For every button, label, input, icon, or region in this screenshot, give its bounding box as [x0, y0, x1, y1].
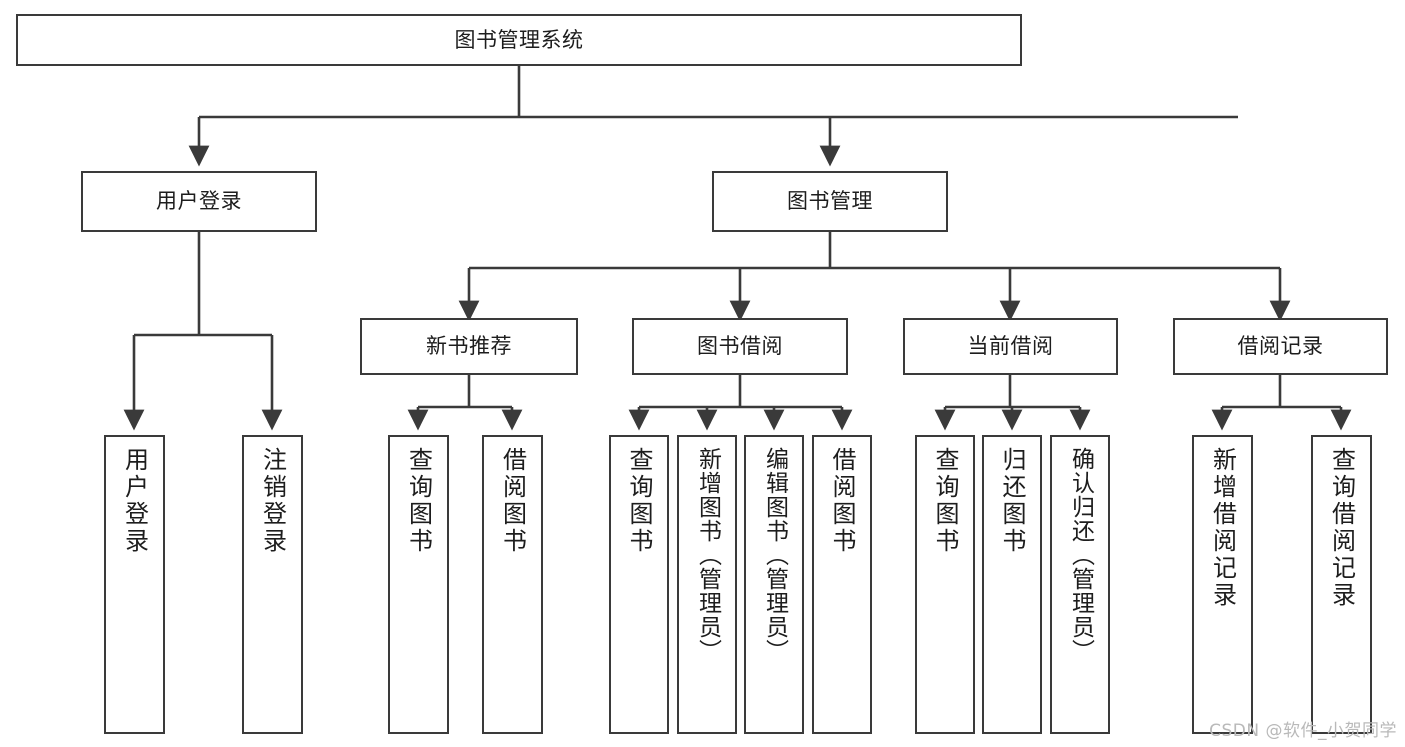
- node-borrow-record[interactable]: 借阅记录: [1173, 318, 1388, 375]
- node-root-label: 图书管理系统: [454, 27, 584, 52]
- node-leaf-query-record[interactable]: 查询借阅记录: [1311, 435, 1372, 734]
- node-leaf-edit-book[interactable]: 编辑图书（管理员）: [744, 435, 804, 734]
- node-user-login[interactable]: 用户登录: [81, 171, 317, 232]
- node-current-borrow-label: 当前借阅: [967, 334, 1054, 359]
- node-leaf-query-book-1[interactable]: 查询图书: [388, 435, 449, 734]
- node-leaf-query-book-2-label: 查询图书: [625, 447, 653, 555]
- node-leaf-user-logout[interactable]: 注销登录: [242, 435, 303, 734]
- node-book-manage[interactable]: 图书管理: [712, 171, 948, 232]
- node-leaf-user-logout-label: 注销登录: [258, 447, 287, 555]
- node-current-borrow[interactable]: 当前借阅: [903, 318, 1118, 375]
- node-root[interactable]: 图书管理系统: [16, 14, 1022, 66]
- node-book-manage-label: 图书管理: [787, 189, 873, 214]
- node-leaf-query-book-1-label: 查询图书: [404, 447, 433, 555]
- node-leaf-confirm-return[interactable]: 确认归还（管理员）: [1050, 435, 1110, 734]
- node-leaf-return-book-label: 归还图书: [998, 447, 1026, 555]
- node-leaf-edit-book-label: 编辑图书（管理员）: [761, 447, 788, 663]
- node-leaf-query-book-3[interactable]: 查询图书: [915, 435, 975, 734]
- node-leaf-borrow-book-2[interactable]: 借阅图书: [812, 435, 872, 734]
- node-leaf-add-book[interactable]: 新增图书（管理员）: [677, 435, 737, 734]
- node-leaf-add-record-label: 新增借阅记录: [1208, 447, 1237, 609]
- node-borrow-record-label: 借阅记录: [1237, 334, 1324, 359]
- node-leaf-query-book-2[interactable]: 查询图书: [609, 435, 669, 734]
- node-leaf-query-record-label: 查询借阅记录: [1327, 447, 1356, 609]
- node-book-borrow-label: 图书借阅: [697, 334, 783, 359]
- node-leaf-user-login[interactable]: 用户登录: [104, 435, 165, 734]
- node-leaf-borrow-book-1[interactable]: 借阅图书: [482, 435, 543, 734]
- node-leaf-borrow-book-1-label: 借阅图书: [498, 447, 527, 555]
- node-leaf-confirm-return-label: 确认归还（管理员）: [1067, 447, 1094, 663]
- node-leaf-add-book-label: 新增图书（管理员）: [694, 447, 721, 663]
- node-new-book-recommend[interactable]: 新书推荐: [360, 318, 578, 375]
- node-user-login-label: 用户登录: [156, 189, 242, 214]
- node-book-borrow[interactable]: 图书借阅: [632, 318, 848, 375]
- node-leaf-return-book[interactable]: 归还图书: [982, 435, 1042, 734]
- node-leaf-add-record[interactable]: 新增借阅记录: [1192, 435, 1253, 734]
- node-leaf-borrow-book-2-label: 借阅图书: [828, 447, 856, 555]
- node-leaf-query-book-3-label: 查询图书: [931, 447, 959, 555]
- node-new-book-recommend-label: 新书推荐: [426, 334, 512, 359]
- node-leaf-user-login-label: 用户登录: [120, 447, 149, 555]
